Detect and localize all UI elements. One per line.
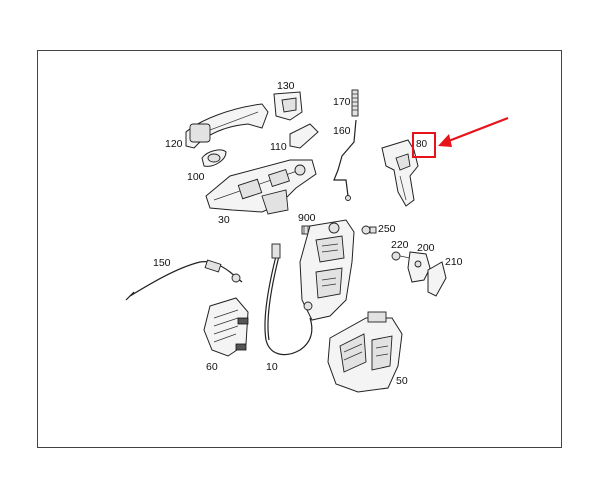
part-cover-cap: [201, 149, 227, 167]
callout-210: 210: [445, 256, 463, 268]
highlight-annotation: [412, 116, 509, 158]
callout-100: 100: [187, 171, 205, 183]
callout-150: 150: [153, 257, 171, 269]
callout-60: 60: [206, 361, 218, 373]
part-bowden-cable-10: [264, 243, 313, 356]
part-inner-lock-unit-50: [327, 311, 403, 393]
part-lock-rod-top: [351, 89, 359, 117]
part-linkage-rod: [333, 119, 357, 201]
part-handle-bracket: [273, 91, 303, 121]
part-plate-210: [427, 261, 447, 297]
diagram-frame: [37, 50, 562, 448]
highlight-box: [412, 132, 436, 158]
part-bolt-220: [391, 251, 411, 261]
callout-130: 130: [277, 80, 295, 92]
part-control-module-60: [203, 297, 249, 357]
callout-80: 80: [416, 139, 428, 150]
highlight-arrow-line: [445, 116, 509, 144]
callout-110: 110: [270, 141, 287, 153]
part-door-lock-assembly: [299, 219, 355, 321]
callout-160: 160: [333, 125, 351, 137]
callout-10: 10: [266, 361, 278, 373]
callout-50: 50: [396, 375, 408, 387]
callout-120: 120: [165, 138, 183, 150]
part-latch-200: [407, 251, 431, 283]
callout-200: 200: [417, 242, 435, 254]
highlight-arrow-head: [438, 134, 452, 147]
part-screw-250: [361, 225, 377, 235]
callout-900: 900: [298, 212, 316, 224]
callout-170: 170: [333, 96, 351, 108]
callout-220: 220: [391, 239, 409, 251]
callout-250: 250: [378, 223, 396, 235]
callout-30: 30: [218, 214, 230, 226]
part-release-cable-150: [125, 259, 243, 301]
part-seal-plate: [289, 123, 319, 149]
part-handle-carrier: [205, 159, 317, 215]
part-outer-door-handle: [185, 103, 269, 149]
